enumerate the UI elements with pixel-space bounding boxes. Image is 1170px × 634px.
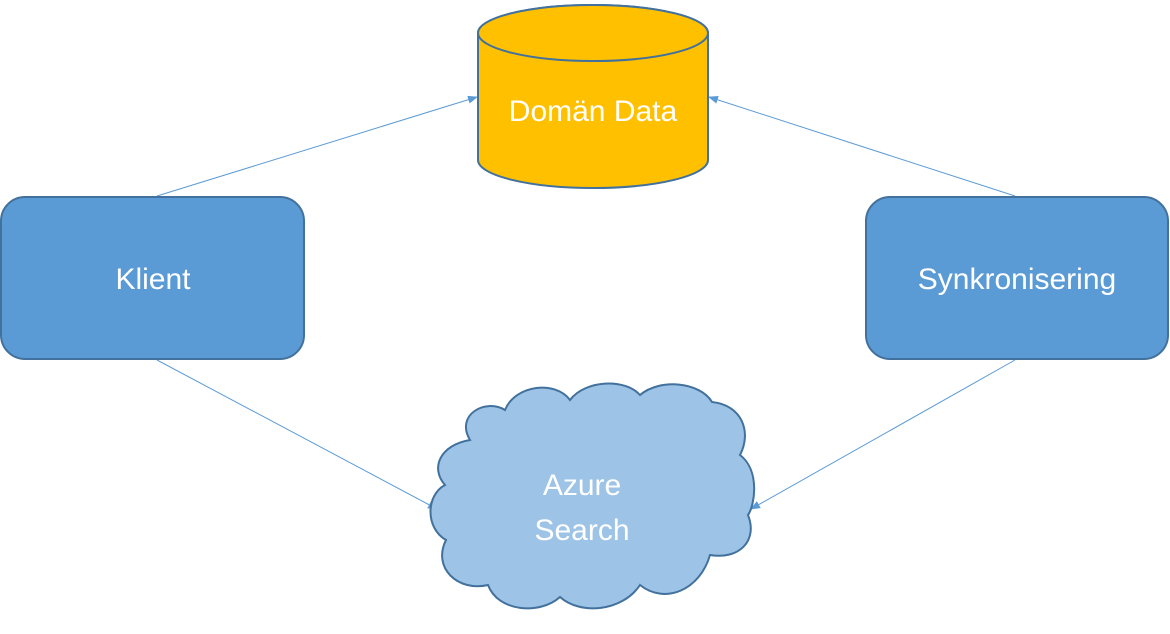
azure-search-label-line2: Search (534, 514, 629, 547)
synkronisering-box (865, 196, 1169, 360)
synkronisering-label: Synkronisering (918, 263, 1116, 296)
azure-search-label-line1: Azure (543, 469, 621, 502)
domain-data-label: Domän Data (509, 95, 678, 128)
klient-box (0, 196, 305, 360)
edge-klient-to-azure-search (156, 359, 438, 510)
edge-synkronisering-to-domain-data (708, 95, 1016, 197)
edge-synkronisering-to-azure-search (750, 359, 1016, 510)
klient-node[interactable]: Klient (0, 196, 305, 360)
database-cylinder-top (477, 4, 709, 62)
azure-search-node[interactable]: Azure Search (429, 382, 756, 610)
edge-klient-to-domain-data (156, 95, 478, 197)
synkronisering-node[interactable]: Synkronisering (865, 196, 1169, 360)
klient-label: Klient (115, 263, 191, 296)
domain-data-database[interactable]: Domän Data (477, 4, 709, 189)
cloud-icon (429, 382, 756, 610)
